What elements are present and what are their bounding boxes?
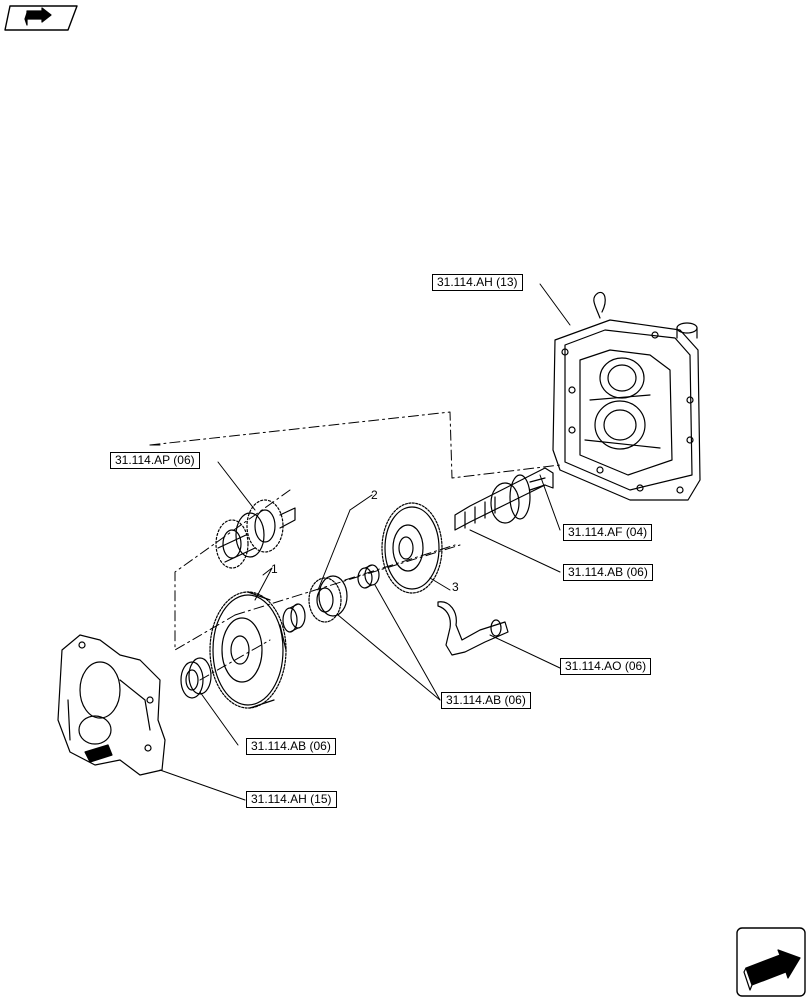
reference-direction-icon	[4, 5, 78, 31]
item-number-3: 3	[452, 580, 459, 594]
assembly-axis-lines	[149, 411, 561, 681]
left-bearing	[180, 657, 212, 699]
large-gear-1	[209, 591, 287, 709]
callout-31-114-ab-06-left[interactable]: 31.114.AB (06)	[246, 738, 336, 755]
callout-31-114-ah-15[interactable]: 31.114.AH (15)	[246, 791, 337, 808]
shift-fork	[437, 601, 509, 656]
callout-31-114-ap-06[interactable]: 31.114.AP (06)	[110, 452, 200, 469]
cluster-gear-shaft	[215, 499, 296, 569]
callout-31-114-ah-13[interactable]: 31.114.AH (13)	[432, 274, 523, 291]
callout-leader-lines	[159, 283, 571, 801]
bearing-spacer	[282, 603, 306, 633]
small-gear-2	[308, 575, 348, 623]
rear-housing-cover	[552, 291, 701, 501]
next-page-arrow-icon	[736, 927, 806, 997]
bushing	[357, 564, 380, 589]
large-gear-3	[381, 502, 443, 594]
front-housing	[57, 634, 166, 776]
input-shaft	[454, 467, 554, 531]
item-number-2: 2	[371, 488, 378, 502]
item-number-1: 1	[271, 562, 278, 576]
callout-31-114-ab-06-bearings[interactable]: 31.114.AB (06)	[441, 692, 531, 709]
callout-31-114-ab-06-shaft[interactable]: 31.114.AB (06)	[563, 564, 653, 581]
callout-31-114-ao-06[interactable]: 31.114.AO (06)	[560, 658, 652, 675]
callout-31-114-af-04[interactable]: 31.114.AF (04)	[563, 524, 653, 541]
